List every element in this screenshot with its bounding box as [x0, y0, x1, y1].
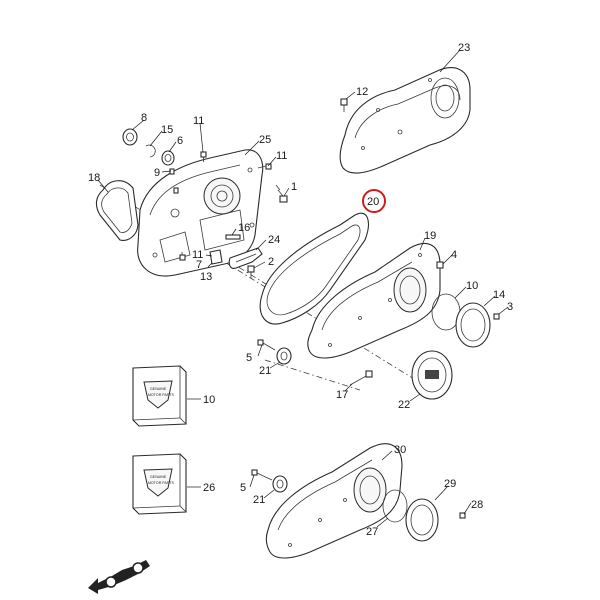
- callout-14: 14: [493, 289, 505, 301]
- callout-15: 15: [161, 124, 173, 136]
- highlight-ring-20: [362, 189, 386, 213]
- callout-26: 26: [203, 482, 215, 494]
- part-16-spacer[interactable]: [225, 234, 241, 240]
- callout-21-upper: 21: [259, 365, 271, 377]
- callout-21-lower: 21: [253, 494, 265, 506]
- callout-22: 22: [398, 399, 410, 411]
- callout-3: 3: [507, 301, 513, 313]
- part-13-bracket[interactable]: [209, 249, 223, 265]
- callout-5-lower: 5: [240, 482, 246, 494]
- callout-13: 13: [200, 271, 212, 283]
- callout-23: 23: [458, 42, 470, 54]
- part-21-spacer-lower[interactable]: [272, 475, 288, 493]
- part-5-screw-lower[interactable]: [251, 469, 273, 481]
- callout-19: 19: [424, 230, 436, 242]
- part-2-screw[interactable]: [247, 265, 255, 278]
- callout-11-top: 11: [193, 115, 204, 127]
- alignment-line-main: [99, 184, 441, 396]
- part-25-inner-primary-housing[interactable]: [137, 149, 264, 277]
- part-23-outer-primary-cover[interactable]: [339, 67, 471, 174]
- callout-25: 25: [259, 134, 271, 146]
- callout-16: 16: [238, 222, 250, 234]
- motorcycle-front-arrow-icon: [88, 560, 150, 594]
- part-8-seal[interactable]: [122, 128, 138, 146]
- callout-4: 4: [451, 249, 457, 261]
- callout-11-right: 11: [276, 150, 287, 162]
- callout-6: 6: [177, 135, 183, 147]
- part-20-primary-cover-gasket[interactable]: [259, 212, 369, 325]
- part-22-derby-cover[interactable]: [411, 350, 453, 400]
- part-21-spacer-upper[interactable]: [276, 347, 292, 365]
- part-14-inspection-cover[interactable]: [455, 302, 491, 348]
- package-sublabel-10: MOTOR PARTS: [148, 393, 175, 397]
- package-label-10: GENUINE: [150, 387, 167, 391]
- callout-8: 8: [141, 112, 147, 124]
- callout-1: 1: [291, 181, 297, 193]
- callout-28: 28: [471, 499, 483, 511]
- callout-2: 2: [268, 256, 274, 268]
- callout-27: 27: [366, 526, 378, 538]
- part-9-dowel-pins[interactable]: [169, 168, 179, 194]
- callout-18: 18: [88, 172, 100, 184]
- alignment-line-lower: [264, 359, 361, 391]
- callout-labels: 23 12 8 15 6 9 11 25 11 1 18 16 24 2 11 …: [88, 42, 513, 538]
- package-box-26[interactable]: GENUINE MOTOR PARTS: [132, 453, 187, 515]
- part-29-inspection-cover[interactable]: [405, 498, 439, 542]
- part-24-tensioner-shoe[interactable]: [228, 247, 263, 269]
- callout-11-lower: 11: [192, 249, 203, 261]
- part-11-screws[interactable]: [179, 151, 272, 261]
- package-sublabel-26: MOTOR PARTS: [148, 481, 175, 485]
- callout-12: 12: [356, 86, 368, 98]
- callout-9: 9: [154, 167, 160, 179]
- part-5-screw-upper[interactable]: [257, 339, 276, 351]
- part-17-bolt[interactable]: [349, 370, 373, 386]
- part-12-screw[interactable]: [340, 98, 348, 112]
- part-27-o-ring[interactable]: [382, 489, 408, 523]
- package-label-26: GENUINE: [150, 475, 167, 479]
- part-28-screw[interactable]: [459, 512, 466, 519]
- callout-20: 20: [367, 196, 379, 208]
- part-6-bearing[interactable]: [161, 150, 175, 166]
- part-19-primary-cover[interactable]: [307, 243, 441, 359]
- part-3-screw[interactable]: [493, 313, 500, 320]
- callout-30: 30: [394, 444, 406, 456]
- part-15-retaining-ring[interactable]: [145, 144, 156, 158]
- callout-24: 24: [268, 234, 280, 246]
- callout-5-upper: 5: [246, 352, 252, 364]
- leader-lines: [97, 49, 509, 528]
- callout-10-upper: 10: [466, 280, 478, 292]
- part-18-gasket[interactable]: [95, 180, 139, 241]
- callout-29: 29: [444, 478, 456, 490]
- part-1-bolt[interactable]: [275, 184, 288, 203]
- package-box-10[interactable]: GENUINE MOTOR PARTS: [132, 365, 187, 427]
- part-30-primary-cover[interactable]: [265, 443, 403, 559]
- callout-17: 17: [336, 389, 348, 401]
- callout-7: 7: [196, 259, 202, 271]
- part-4-screw[interactable]: [436, 261, 444, 274]
- callout-10-package: 10: [203, 394, 215, 406]
